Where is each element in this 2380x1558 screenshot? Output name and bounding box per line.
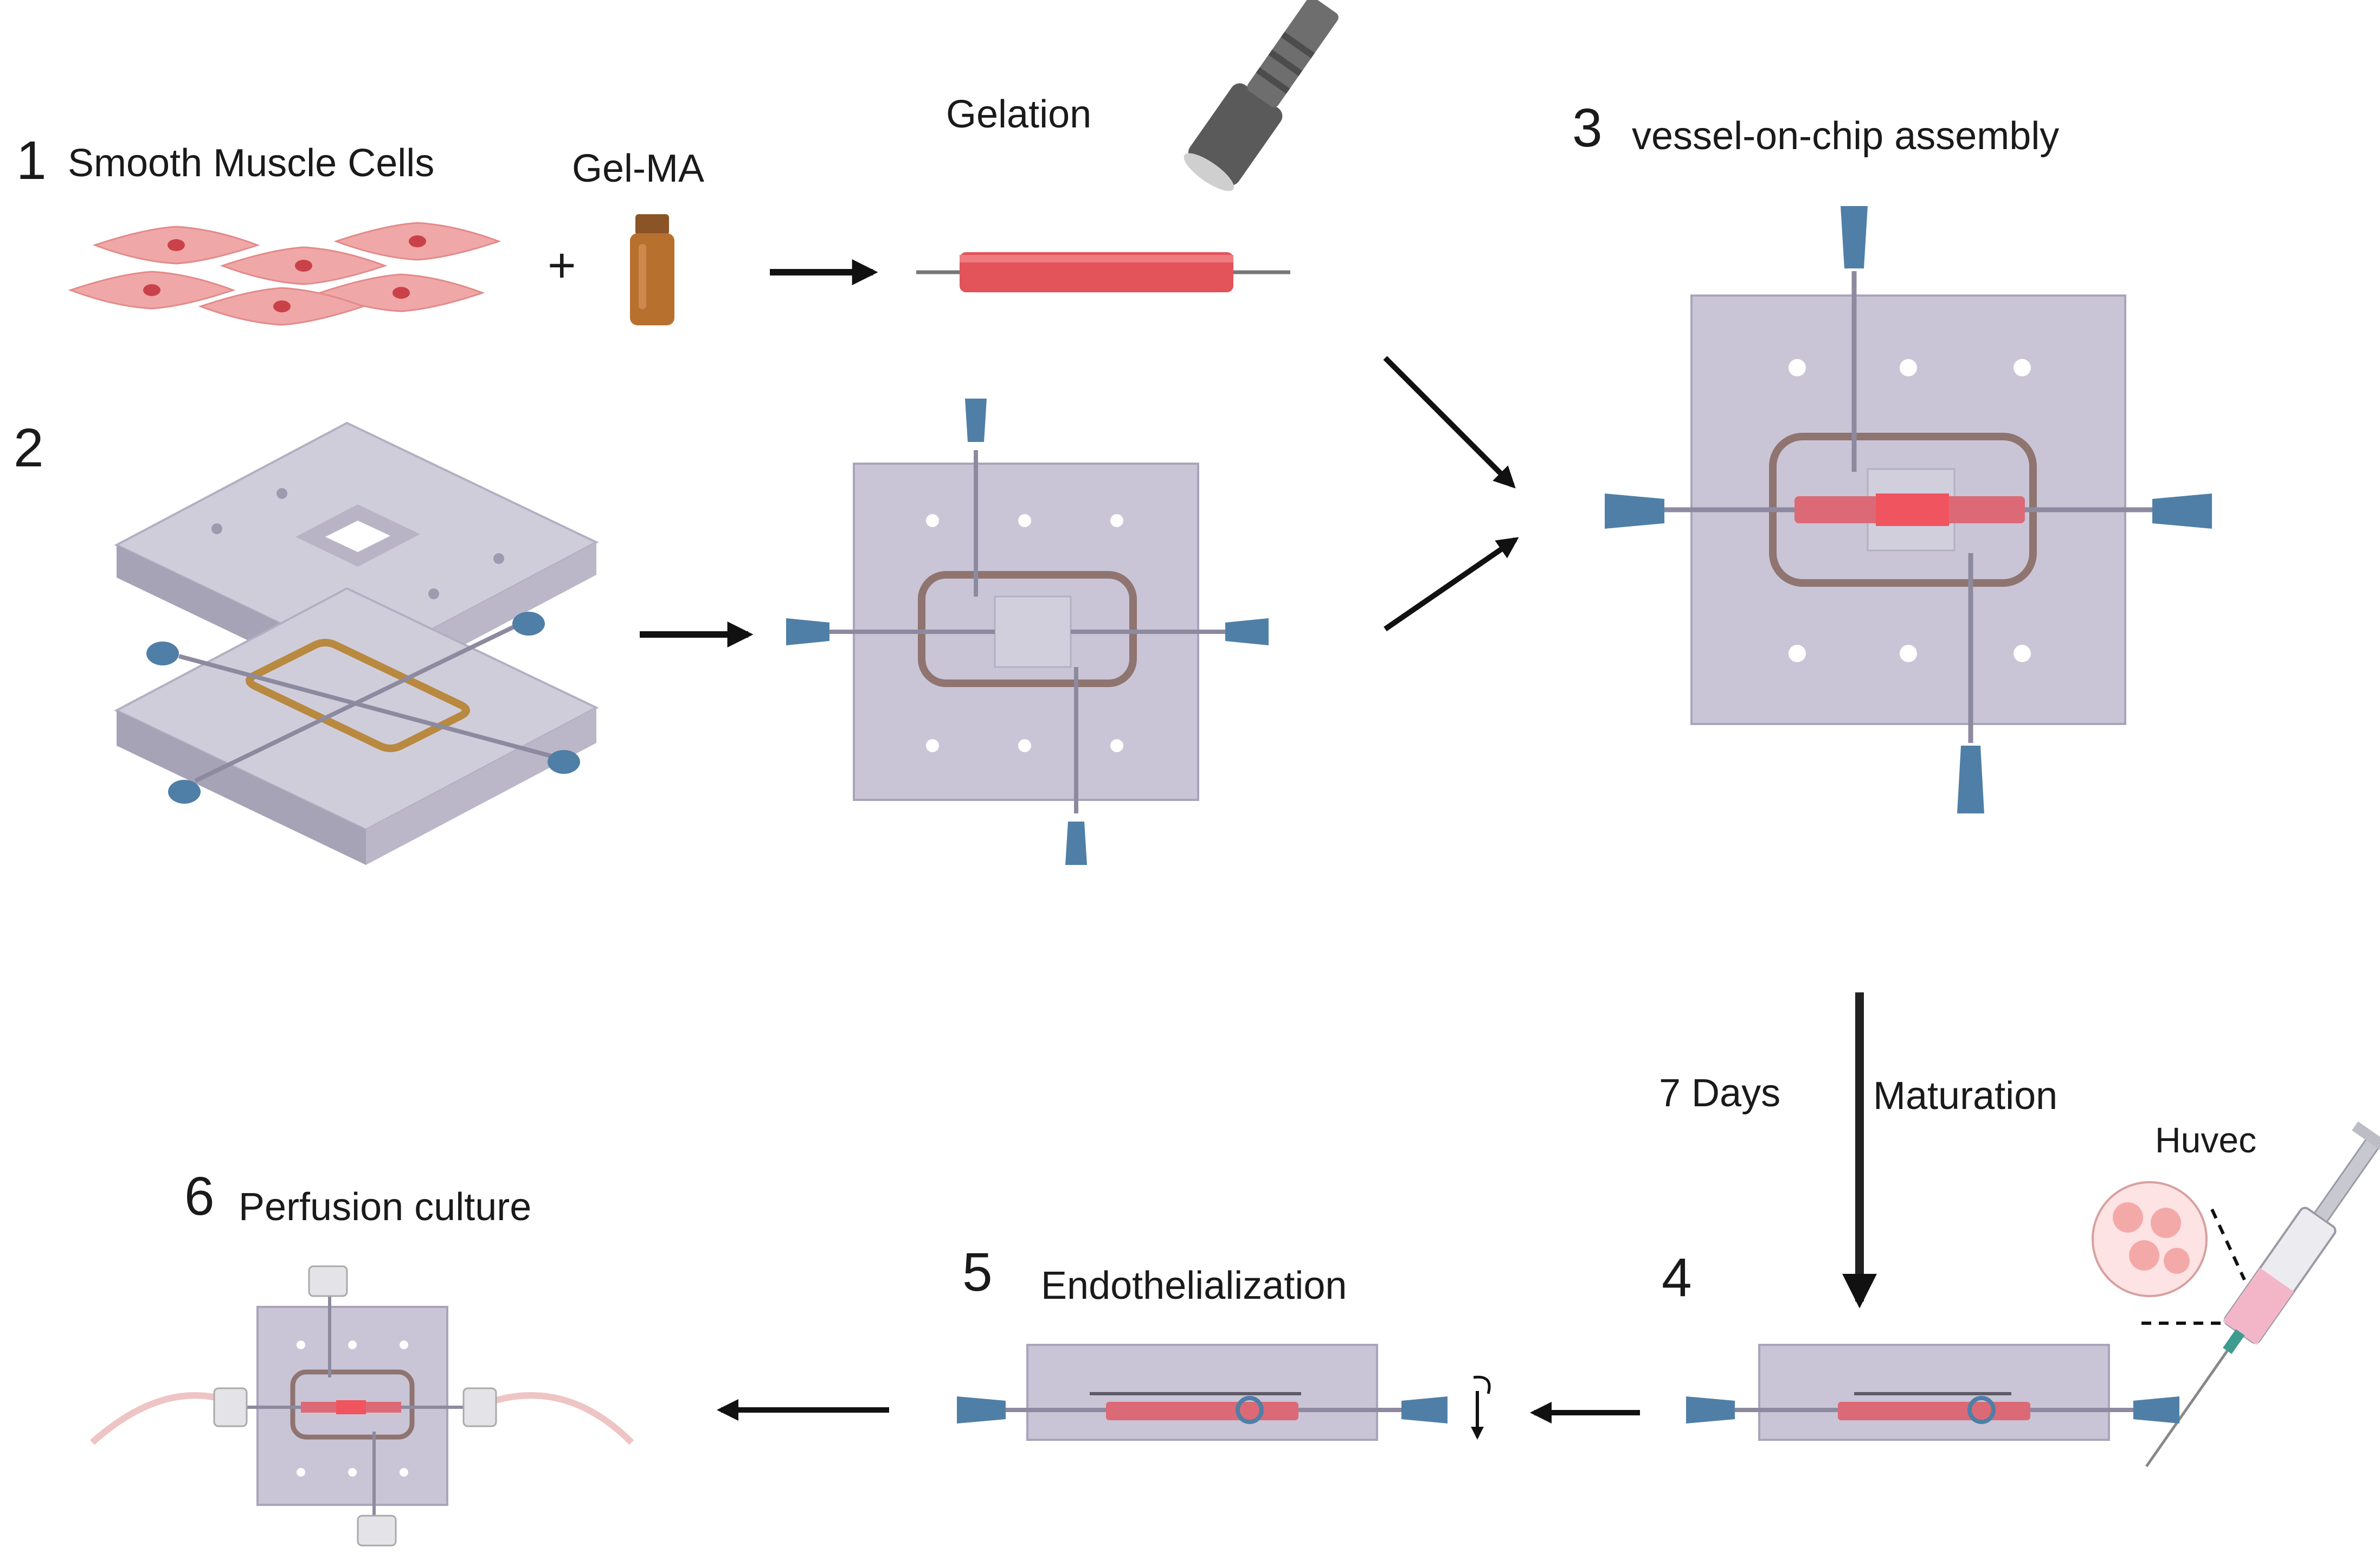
plus-sign: + [548,239,576,293]
chip-top-view-empty [786,399,1269,865]
smooth-muscle-cells-icon [69,222,500,326]
exploded-chip-mold-icon [114,421,599,865]
huvec-label: Huvec [2155,1120,2256,1160]
syringe-icon [2145,1121,2380,1467]
gelation-rod-icon [916,252,1290,292]
maturation-label: Maturation [1873,1074,2057,1118]
step4-number: 4 [1662,1247,1692,1308]
flashlight-icon [1183,0,1339,191]
gelation-label: Gelation [946,93,1091,136]
step5-number: 5 [962,1242,993,1303]
vessel-on-chip-assembly-icon [1605,206,2212,813]
arrow-gelation-to-assembly [1383,356,1516,489]
step1-title: Smooth Muscle Cells [68,142,434,185]
chip-side-view-step5 [957,1344,1448,1441]
chip-side-view-step4 [1686,1344,2179,1441]
perfusion-culture-chip-icon [90,1265,634,1547]
step3-number: 3 [1572,98,1603,158]
gelma-vial-icon [630,214,674,325]
step2-number: 2 [14,418,44,478]
step6-title: Perfusion culture [239,1185,531,1229]
arrow-chip-to-assembly [1384,537,1519,632]
step6-number: 6 [184,1166,215,1227]
step1-number: 1 [16,130,47,191]
step5-title: Endothelialization [1041,1264,1347,1307]
step3-title: vessel-on-chip assembly [1632,114,2059,158]
huvec-pointer-line-1 [2210,1208,2246,1281]
rotate-down-icon [1471,1375,1491,1440]
days-label: 7 Days [1659,1072,1780,1115]
gelma-label: Gel-MA [572,147,704,190]
huvec-cell-icon [2092,1181,2208,1297]
